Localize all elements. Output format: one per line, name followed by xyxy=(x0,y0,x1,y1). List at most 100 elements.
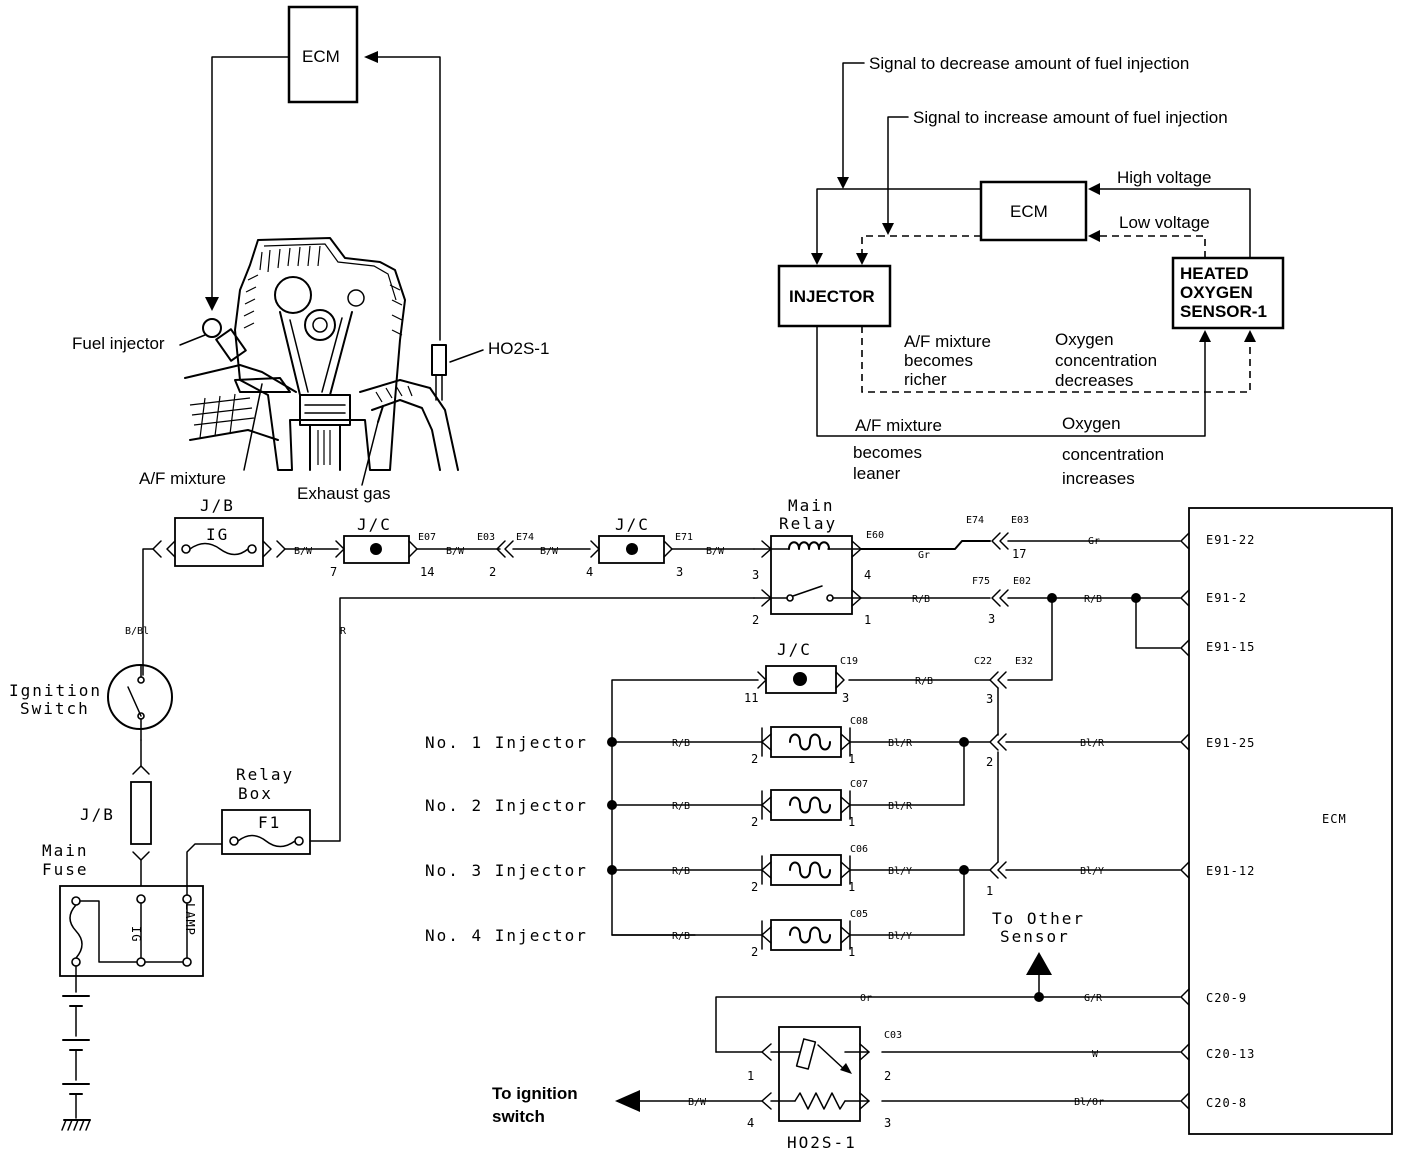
main-fuse-element xyxy=(69,904,83,959)
exhaust-gas-leader xyxy=(361,421,379,486)
wire-gr-2: Gr xyxy=(1088,536,1100,547)
sensor-line-2: OXYGEN xyxy=(1180,283,1253,302)
pin-2-inj: 2 xyxy=(751,945,758,959)
injector-in-arrow-2-icon xyxy=(856,253,868,265)
to-other-sensor-arrow-icon xyxy=(1026,952,1052,975)
feedback-loop-diagram: Signal to decrease amount of fuel inject… xyxy=(777,54,1285,488)
pin-1-link: 1 xyxy=(986,884,993,898)
ho2s-label: HO2S-1 xyxy=(488,339,549,358)
conn-e03: E03 xyxy=(477,532,495,543)
gr-wire xyxy=(860,540,991,550)
pin-3e: 3 xyxy=(842,691,849,705)
conn-f75: F75 xyxy=(972,576,990,587)
wire-bly-ecm: Bl/Y xyxy=(1080,866,1104,877)
connector-f75-e02 xyxy=(991,589,1009,607)
leaner-line-2: becomes xyxy=(853,443,922,462)
injector-label-4: No. 4 Injector xyxy=(425,926,588,945)
feedback-ecm-box xyxy=(979,180,1088,242)
signal-decrease-label: Signal to decrease amount of fuel inject… xyxy=(869,54,1189,73)
conn-e07: E07 xyxy=(418,532,436,543)
pin-1-inj: 1 xyxy=(848,945,855,959)
pin-1-inj: 1 xyxy=(848,752,855,766)
jb-top-label: J/B xyxy=(200,496,235,515)
connector-e74b-e03b xyxy=(991,532,1009,550)
feedback-ecm-label: ECM xyxy=(1010,202,1048,221)
ho2s-to-ecm-line xyxy=(374,56,441,341)
injector-coil-icon xyxy=(789,796,831,814)
ecm-pin-e91-15: E91-15 xyxy=(1206,640,1255,654)
low-voltage-label: Low voltage xyxy=(1119,213,1210,232)
wire-rb-2: R/B xyxy=(1084,594,1102,605)
richer-line-2: becomes xyxy=(904,351,973,370)
relay-box-line-2: Box xyxy=(238,784,273,803)
pin-11: 11 xyxy=(744,691,758,705)
wire-r-label: R xyxy=(340,626,347,637)
main-fuse-line-1: Main xyxy=(42,841,89,860)
signal-decrease-leader xyxy=(842,62,865,183)
exhaust-gas-label: Exhaust gas xyxy=(297,484,391,503)
ignition-switch-line-2: Switch xyxy=(20,699,90,718)
connector-e03-e74 xyxy=(496,540,514,558)
schematic-ecm-label: ECM xyxy=(1322,812,1347,826)
wire-injector-return: Bl/R xyxy=(888,801,913,812)
signal-increase-label: Signal to increase amount of fuel inject… xyxy=(913,108,1228,127)
conn-e60: E60 xyxy=(866,530,884,541)
to-ignition-line-2: switch xyxy=(492,1107,545,1126)
engine-cutaway-illustration xyxy=(184,237,459,471)
richer-line-3: richer xyxy=(904,370,947,389)
ignition-switch-line-1: Ignition xyxy=(9,681,102,700)
lamp-to-relay-wire xyxy=(186,843,223,896)
ig-fuse-element xyxy=(189,542,249,556)
leaner-loop-path xyxy=(816,325,1206,437)
pin-2-inj: 2 xyxy=(751,752,758,766)
ho2s-sensor-box xyxy=(778,1026,861,1122)
richer-arrow-icon xyxy=(1244,330,1256,342)
injector-label: INJECTOR xyxy=(789,287,875,306)
af-mixture-leader xyxy=(243,383,263,471)
pin-1-inj: 1 xyxy=(848,815,855,829)
to-ignition-line-1: To ignition xyxy=(492,1084,578,1103)
pin-3b: 3 xyxy=(752,568,759,582)
ho2s-leader xyxy=(449,349,484,363)
wire-injector-return: Bl/R xyxy=(888,738,913,749)
ecm-pin-c20-9: C20-9 xyxy=(1206,991,1247,1005)
sensor-variable-arrow xyxy=(817,1044,846,1071)
jc-1-label: J/C xyxy=(357,515,392,534)
pin-4a: 4 xyxy=(586,565,593,579)
sensor-element-icon xyxy=(795,1038,817,1070)
to-other-sensor-line-1: To Other xyxy=(992,909,1085,928)
fuse-f1-label: F1 xyxy=(258,813,281,832)
main-relay-box xyxy=(770,535,853,615)
conn-c06: C06 xyxy=(850,844,868,855)
conn-e71: E71 xyxy=(675,532,693,543)
pin-1h: 1 xyxy=(747,1069,754,1083)
wire-rb-3: R/B xyxy=(915,676,933,687)
wire-rb-injector: R/B xyxy=(672,866,690,877)
o2-decreases-line-1: Oxygen xyxy=(1055,330,1114,349)
heater-resistor-icon xyxy=(794,1092,846,1110)
ecm-pin-c20-8: C20-8 xyxy=(1206,1096,1247,1110)
injector-coil-icon xyxy=(789,926,831,944)
pin-2-inj: 2 xyxy=(751,880,758,894)
wire-rb-injector: R/B xyxy=(672,801,690,812)
jc-2-label: J/C xyxy=(615,515,650,534)
relay-box-line-1: Relay xyxy=(236,765,294,784)
o2-increases-line-3: increases xyxy=(1062,469,1135,488)
injector-coil-icon xyxy=(789,733,831,751)
conn-c08: C08 xyxy=(850,716,868,727)
pin-1-inj: 1 xyxy=(848,880,855,894)
wire-bbl-label: B/Bl xyxy=(125,626,149,637)
jc-3-label: J/C xyxy=(777,640,812,659)
jb-ig-fuse-box xyxy=(174,517,264,567)
ecm-pin-e91-12: E91-12 xyxy=(1206,864,1255,878)
to-ignition-arrow-icon xyxy=(615,1090,640,1112)
o2-decreases-line-3: decreases xyxy=(1055,371,1133,390)
injector-in-arrow-icon xyxy=(811,253,823,265)
high-voltage-path xyxy=(1097,188,1251,259)
o2-increases-line-1: Oxygen xyxy=(1062,414,1121,433)
main-relay-line-2: Relay xyxy=(779,514,837,533)
fuel-injector-label: Fuel injector xyxy=(72,334,165,353)
